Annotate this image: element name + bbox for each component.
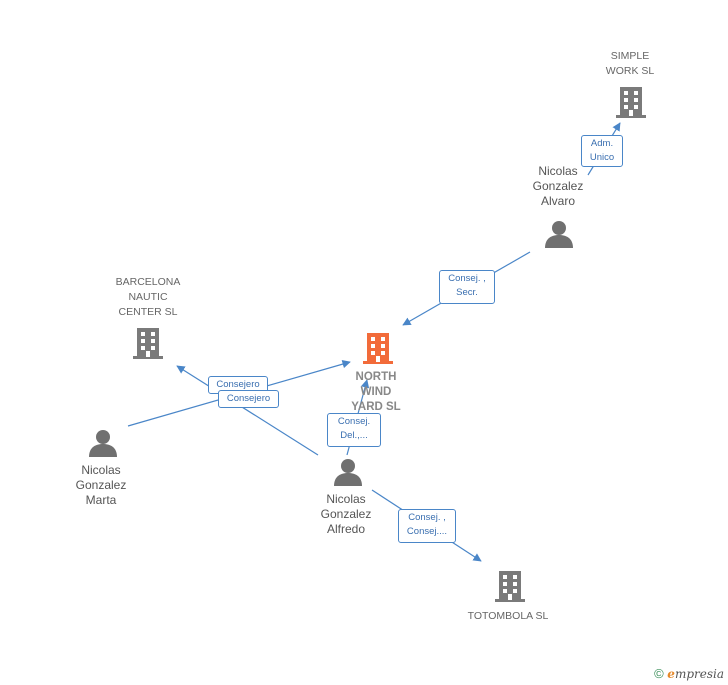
company-label-north-wind-yard[interactable]: NORTH WIND YARD SL xyxy=(351,371,401,413)
person-icon[interactable] xyxy=(544,219,574,249)
person-label-marta[interactable]: Nicolas Gonzalez Marta xyxy=(75,463,127,507)
role-badge-consej-consej[interactable]: Consej. , Consej.... xyxy=(398,509,456,543)
person-label-alvaro[interactable]: Nicolas Gonzalez Alvaro xyxy=(532,164,584,208)
role-badge-adm-unico[interactable]: Adm. Unico xyxy=(581,135,623,167)
copyright-symbol: © xyxy=(654,666,664,681)
role-badge-consejero-north[interactable]: Consejero xyxy=(218,390,279,408)
empresia-watermark: © empresia xyxy=(654,666,724,681)
company-label-barcelona-nautic[interactable]: BARCELONA NAUTIC CENTER SL xyxy=(115,276,181,318)
person-icon[interactable] xyxy=(333,457,363,487)
building-icon[interactable] xyxy=(361,331,395,365)
building-icon[interactable] xyxy=(131,326,165,360)
company-label-totombola[interactable]: TOTOMBOLA SL xyxy=(467,610,549,622)
role-badge-consej-del[interactable]: Consej. Del.,... xyxy=(327,413,381,447)
company-label-simple-work[interactable]: SIMPLE WORK SL xyxy=(605,50,655,77)
person-label-alfredo[interactable]: Nicolas Gonzalez Alfredo xyxy=(320,492,372,536)
person-icon[interactable] xyxy=(88,428,118,458)
role-badge-consej-secr[interactable]: Consej. , Secr. xyxy=(439,270,495,304)
building-icon[interactable] xyxy=(614,85,648,119)
empresia-logo: empresia xyxy=(667,667,724,681)
building-icon[interactable] xyxy=(493,569,527,603)
edge-marta-barcelona xyxy=(176,365,319,456)
